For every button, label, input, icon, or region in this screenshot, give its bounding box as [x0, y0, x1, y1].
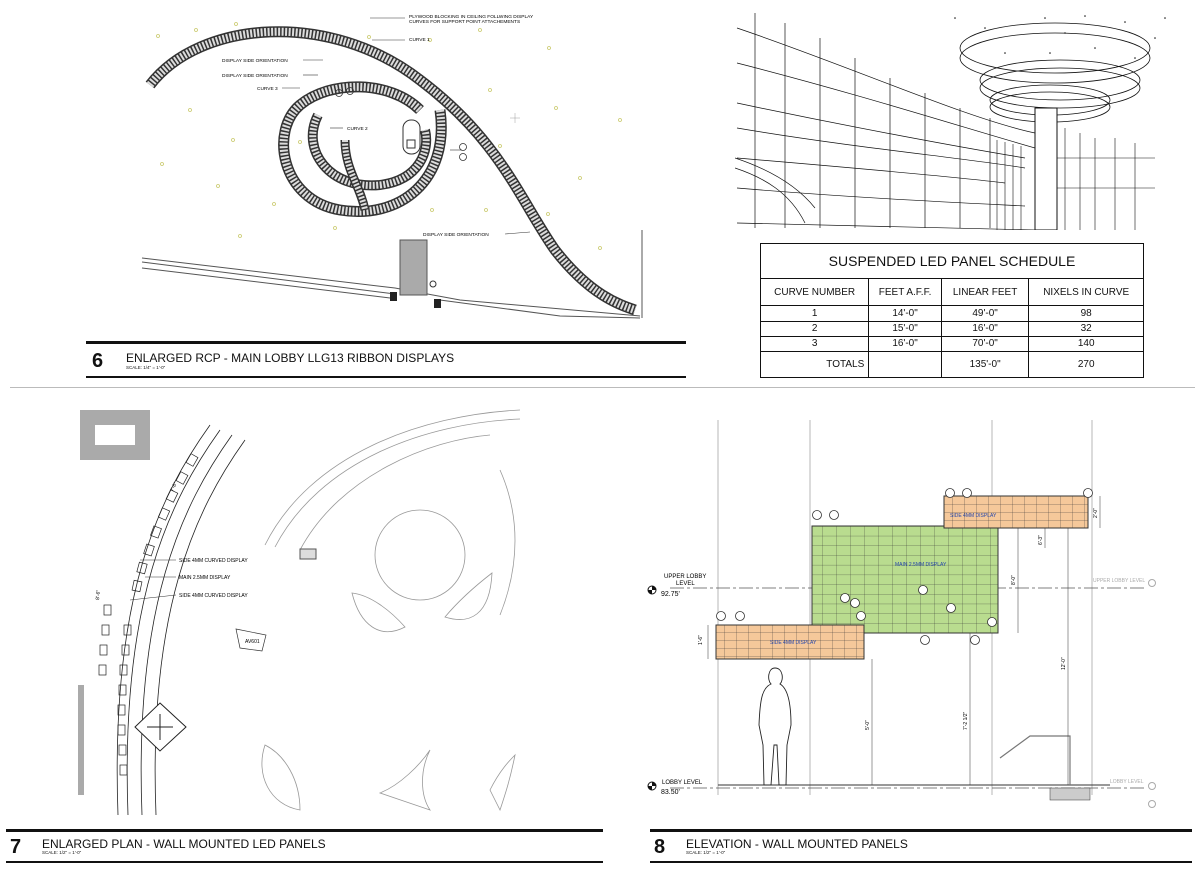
table-cell: 98 [1028, 305, 1144, 322]
note-plywood-2: CURVES FOR SUPPORT POINT ATTACHEMENTS [409, 19, 520, 25]
note-plywood-1: PLYWOOD BLOCKING IN CEILING FOLLWING DIS… [409, 14, 534, 20]
title-bar-8: 8 ELEVATION - WALL MOUNTED PANELS SCALE:… [650, 829, 1192, 863]
dim-label: 8'-6" [95, 590, 102, 601]
table-row: 2 15'-0" 16'-0" 32 [759, 320, 1144, 337]
table-row: 1 14'-0" 49'-0" 98 [759, 305, 1144, 322]
table-cell [868, 350, 942, 379]
rcp-drawing: PLYWOOD BLOCKING IN CEILING FOLLWING DIS… [141, 14, 643, 319]
upper-level-label-2: LEVEL [676, 581, 695, 587]
av-tag-label: AV601 [245, 639, 260, 645]
dim-label: 1'-6" [698, 635, 704, 645]
drawing-scale-6: SCALE: 1/4" = 1'-0" [126, 365, 166, 370]
perspective-view [734, 8, 1175, 231]
table-cell: 49'-0" [940, 305, 1030, 322]
totals-label: TOTALS [759, 350, 870, 379]
side-display-top [943, 495, 1089, 529]
schedule-header: NIXELS IN CURVE [1028, 278, 1144, 307]
note-orientation-3: DISPLAY SIDE ORIENTATION [423, 232, 489, 238]
ring-displays [959, 22, 1151, 123]
level-marker-upper [647, 585, 657, 595]
sheet-divider [10, 387, 1195, 388]
note-main-display: MAIN 2.5MM DISPLAY [179, 575, 231, 581]
dim-label: 8'-0" [1011, 575, 1017, 585]
drawing-title-7: ENLARGED PLAN - WALL MOUNTED LED PANELS [42, 837, 326, 851]
schedule-table: SUSPENDED LED PANEL SCHEDULE CURVE NUMBE… [759, 242, 1144, 379]
av-tag [235, 628, 267, 652]
human-scale-figure [758, 667, 792, 786]
column [402, 119, 421, 155]
note-curve-3: CURVE 3 [257, 86, 278, 92]
dim-label: 7'-6" [169, 481, 179, 493]
table-cell: 14'-0" [868, 305, 942, 322]
main-display-panel [811, 525, 999, 634]
note-orientation-1: DISPLAY SIDE ORIENTATION [222, 58, 288, 64]
dim-label: 7'-2 1/2" [963, 711, 969, 730]
table-cell: 1 [759, 305, 870, 322]
panel-plan: AV601 SIDE 4MM CURVED DISPLAY MAIN 2.5MM… [0, 395, 600, 825]
totals-nixels: 270 [1028, 350, 1144, 379]
note-orientation-2: DISPLAY SIDE ORIENTATION [222, 73, 288, 79]
totals-linear-feet: 135'-0" [940, 350, 1030, 379]
lobby-level-elevation: 83.50' [661, 789, 680, 796]
table-cell: 70'-0" [940, 335, 1030, 352]
ceiling-lights [156, 22, 622, 250]
drawing-title-6: ENLARGED RCP - MAIN LOBBY LLG13 RIBBON D… [126, 351, 455, 365]
drawing-number-7: 7 [10, 836, 22, 858]
note-curve-1: CURVE 1 [409, 37, 430, 43]
lobby-arc [264, 409, 521, 616]
drawing-number-8: 8 [654, 836, 666, 858]
schedule-header: FEET A.F.F. [868, 278, 942, 307]
dim-label: 6'-3" [1038, 535, 1044, 545]
lobby-level-label: LOBBY LEVEL [662, 780, 703, 786]
elevator-core [399, 239, 428, 296]
upper-level-right: UPPER LOBBY LEVEL [1093, 578, 1145, 584]
title-bar-6: 6 ENLARGED RCP - MAIN LOBBY LLG13 RIBBON… [86, 341, 686, 378]
schedule-title: SUSPENDED LED PANEL SCHEDULE [760, 242, 1144, 280]
elevation-drawing: SIDE 4MM DISPLAY MAIN 2.5MM DISPLAY SIDE… [647, 420, 1156, 808]
upper-level-label-1: UPPER LOBBY [664, 574, 706, 580]
dim-label: 2'-0" [1093, 508, 1099, 518]
dim-label: 5'-0" [865, 720, 871, 730]
label-main: MAIN 2.5MM DISPLAY [895, 562, 947, 568]
upper-level-elevation: 92.75' [661, 591, 680, 598]
table-row: 3 16'-0" 70'-0" 140 [759, 335, 1144, 352]
note-curve-2: CURVE 2 [347, 126, 368, 132]
drawing-scale-8: SCALE: 1/2" = 1'-0" [686, 850, 726, 855]
table-cell: 16'-0" [868, 335, 942, 352]
label-side-top: SIDE 4MM DISPLAY [950, 513, 997, 519]
label-side-left: SIDE 4MM DISPLAY [770, 640, 817, 646]
level-marker-lobby [647, 781, 657, 791]
table-cell: 32 [1028, 320, 1144, 337]
table-cell: 2 [759, 320, 870, 337]
title-bar-7: 7 ENLARGED PLAN - WALL MOUNTED LED PANEL… [6, 829, 603, 863]
table-cell: 16'-0" [940, 320, 1030, 337]
curve-3-ribbon [278, 81, 447, 217]
schedule-header: LINEAR FEET [940, 278, 1030, 307]
led-panel-schedule: SUSPENDED LED PANEL SCHEDULE CURVE NUMBE… [759, 242, 1144, 379]
table-cell: 140 [1028, 335, 1144, 352]
drawing-scale-7: SCALE: 1/2" = 1'-0" [42, 850, 82, 855]
totals-row: TOTALS 135'-0" 270 [759, 350, 1144, 379]
note-side-display-1: SIDE 4MM CURVED DISPLAY [179, 558, 248, 564]
table-cell: 3 [759, 335, 870, 352]
drawing-number-6: 6 [92, 350, 104, 372]
panel-elevation: SIDE 4MM DISPLAY MAIN 2.5MM DISPLAY SIDE… [640, 400, 1195, 825]
panel-rcp: PLYWOOD BLOCKING IN CEILING FOLLWING DIS… [0, 0, 700, 385]
drawing-title-8: ELEVATION - WALL MOUNTED PANELS [686, 837, 908, 851]
side-display-left [715, 624, 865, 660]
table-cell: 15'-0" [868, 320, 942, 337]
note-side-display-2: SIDE 4MM CURVED DISPLAY [179, 593, 248, 599]
lobby-level-right: LOBBY LEVEL [1110, 779, 1144, 785]
dim-label: 12'-0" [1061, 657, 1067, 670]
schedule-header: CURVE NUMBER [759, 278, 870, 307]
wall-lines [141, 230, 643, 319]
railing [999, 735, 1071, 785]
